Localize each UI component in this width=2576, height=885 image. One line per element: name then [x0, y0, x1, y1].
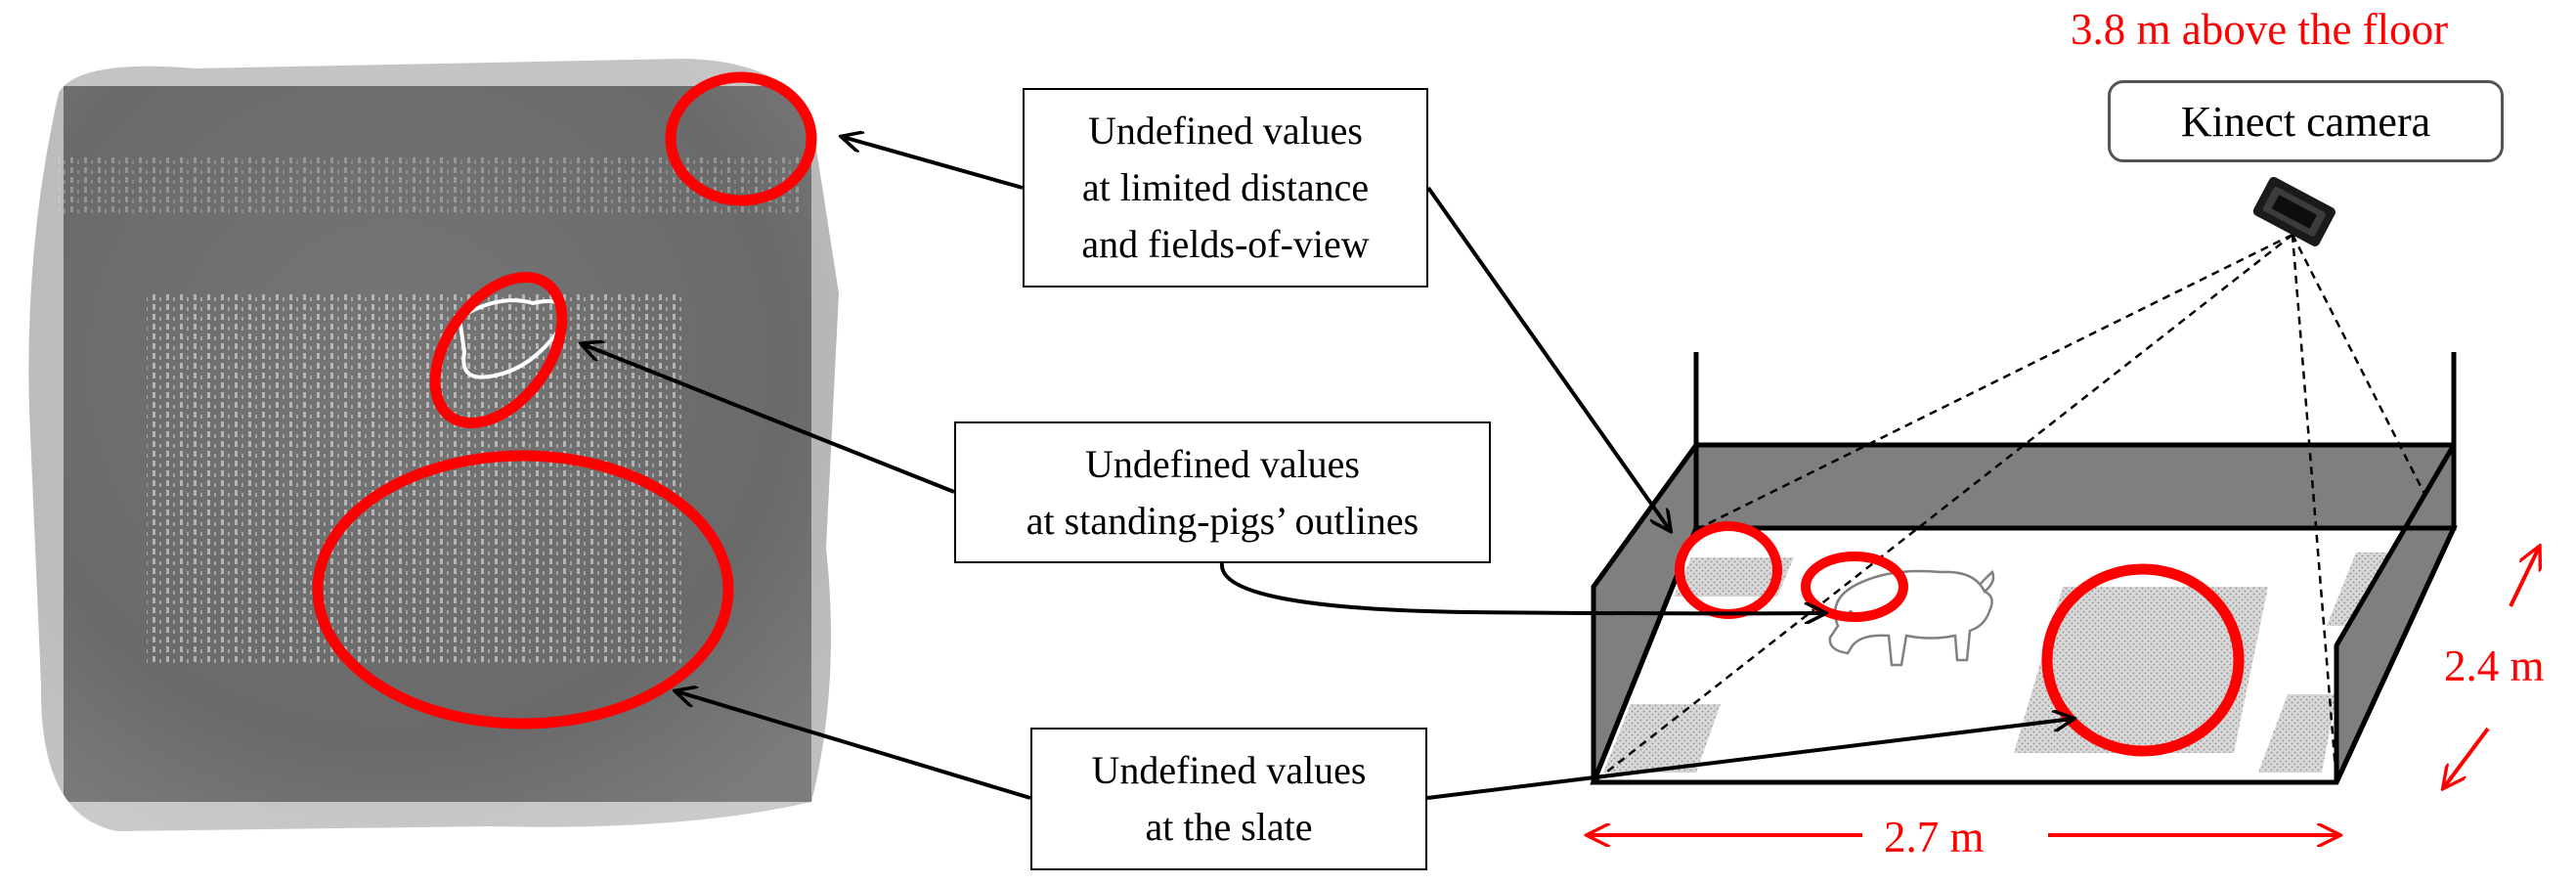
arrow-distance-to-image	[843, 137, 1024, 190]
pen-drawing	[1590, 352, 2458, 785]
highlight-slate-left	[312, 450, 734, 730]
callout-pig-outlines: Undefined values at standing-pigs’ outli…	[954, 421, 1491, 563]
depth-dimension-label: 2.4 m	[2444, 642, 2545, 690]
camera-height-label: 3.8 m above the floor	[2071, 5, 2449, 54]
dimension-arrows	[1589, 548, 2539, 835]
floor-slat	[1674, 557, 1794, 597]
arrow-slate-to-pen	[1426, 719, 2073, 800]
callout-limited-distance: Undefined values at limited distance and…	[1023, 88, 1428, 288]
floor-slat	[1603, 704, 1721, 773]
callout-line: at the slate	[1145, 805, 1313, 849]
callout-line: Undefined values	[1091, 748, 1367, 792]
depth-image	[24, 57, 846, 839]
arrow-distance-to-pen	[1426, 186, 1670, 530]
callout-line: Undefined values	[1084, 441, 1360, 486]
kinect-camera-icon	[2252, 176, 2336, 246]
highlight-outline-left	[429, 271, 568, 429]
pig-icon	[1828, 569, 1995, 667]
callout-line: at standing-pigs’ outlines	[1026, 498, 1419, 543]
floor-slat	[2258, 694, 2336, 773]
arrow-outlines-to-pen	[1219, 562, 1824, 613]
depth-arrow-bottom	[2444, 727, 2490, 787]
camera-label: Kinect camera	[2180, 97, 2431, 146]
depth-arrow-top	[2509, 548, 2539, 607]
callout-line: and fields-of-view	[1081, 222, 1370, 266]
callout-line: Undefined values	[1087, 109, 1363, 153]
arrow-outlines-to-image	[583, 344, 955, 494]
camera-label-box: Kinect camera	[2108, 80, 2504, 162]
arrow-slate-to-image	[677, 691, 1031, 800]
callout-arrows	[583, 137, 2073, 800]
highlight-outline-right	[1801, 552, 1908, 622]
highlight-distance-left	[665, 71, 817, 206]
callout-slate: Undefined values at the slate	[1030, 728, 1427, 870]
callout-line: at limited distance	[1081, 165, 1370, 209]
field-of-view-lines	[1593, 233, 2426, 783]
width-dimension-label: 2.7 m	[1872, 812, 1996, 863]
highlight-slate-right	[2041, 563, 2245, 757]
